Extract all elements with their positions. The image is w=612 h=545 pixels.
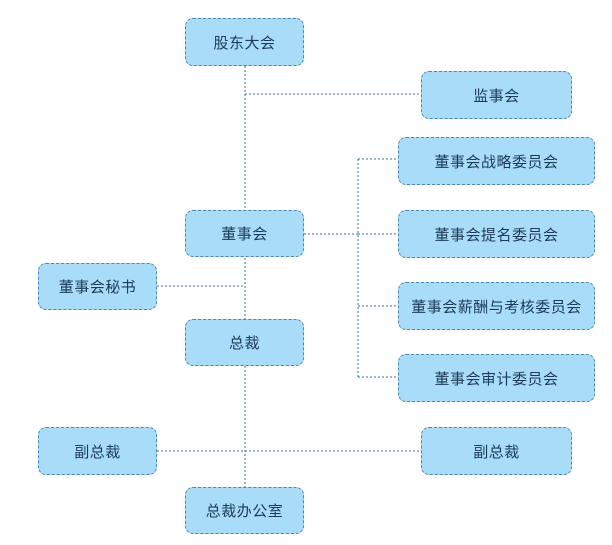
compensation-committee-node: 董事会薪酬与考核委员会 [398, 282, 595, 330]
president-node: 总裁 [185, 319, 304, 366]
strategy-committee-node: 董事会战略委员会 [398, 137, 595, 185]
vice-president-left-node: 副总裁 [38, 427, 157, 475]
board-of-directors-node: 董事会 [185, 210, 304, 257]
board-secretary-node: 董事会秘书 [38, 263, 157, 310]
audit-committee-node: 董事会审计委员会 [398, 354, 595, 402]
vice-president-right-node: 副总裁 [421, 427, 572, 475]
supervisory-board-node: 监事会 [421, 71, 572, 119]
nomination-committee-node: 董事会提名委员会 [398, 210, 595, 258]
shareholders-meeting-node: 股东大会 [185, 18, 304, 66]
president-office-node: 总裁办公室 [185, 487, 304, 534]
